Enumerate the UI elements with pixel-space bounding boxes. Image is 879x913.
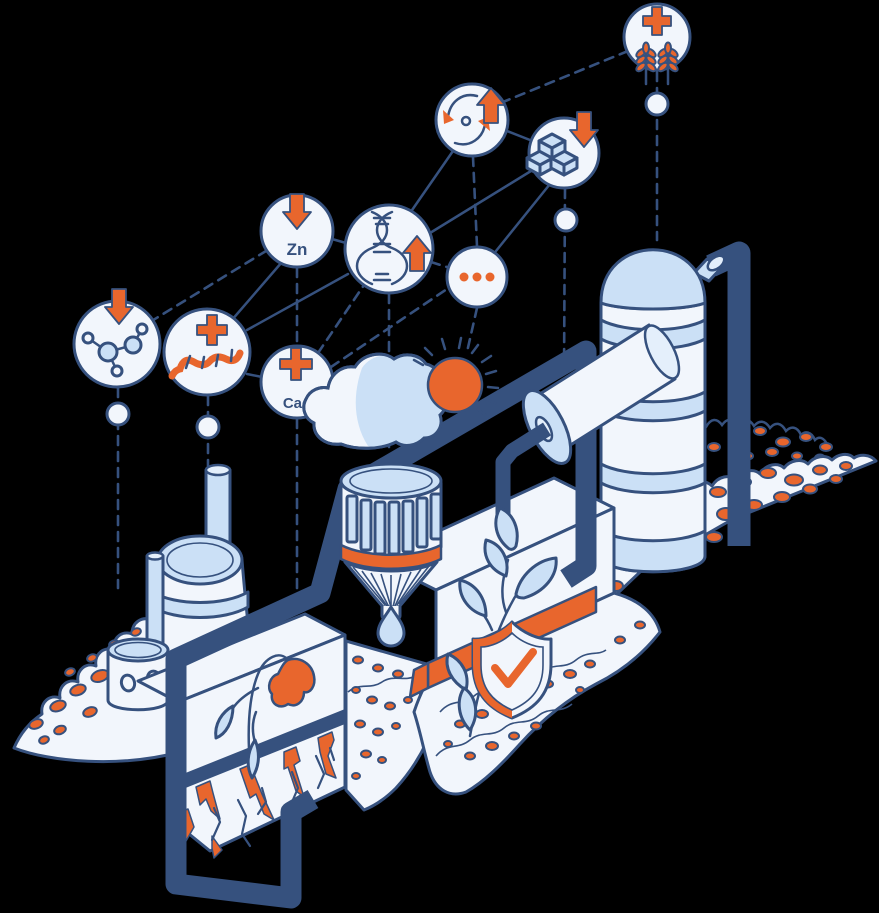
sun-icon bbox=[412, 336, 500, 418]
cycle-increase-icon bbox=[434, 82, 510, 158]
funnel-slats bbox=[345, 492, 443, 556]
funnel bbox=[339, 462, 443, 648]
floating-gravel-dots bbox=[707, 426, 833, 463]
gold-deposit-decrease-icon bbox=[525, 111, 601, 190]
worm-increase-icon bbox=[162, 307, 252, 397]
water-drop-icon bbox=[376, 605, 406, 648]
small-chimney bbox=[145, 551, 165, 654]
zinc-decrease-icon: Zn bbox=[259, 193, 335, 269]
main-pipe bbox=[165, 340, 597, 909]
network-node bbox=[195, 414, 221, 440]
funnel-ridges bbox=[352, 565, 430, 608]
network-node bbox=[105, 401, 131, 427]
shield-check-icon bbox=[471, 620, 553, 720]
tank-top-stub bbox=[692, 254, 726, 283]
wilted-plant bbox=[214, 654, 316, 780]
ellipsis-icon bbox=[445, 245, 509, 309]
molecule-decrease-icon bbox=[72, 288, 162, 389]
svg-text:Zn: Zn bbox=[287, 240, 308, 259]
cloud-icon bbox=[302, 352, 448, 450]
icon-badges: Zn bbox=[72, 2, 692, 440]
pump-cylinder bbox=[495, 323, 681, 524]
wheat-increase-icon bbox=[622, 2, 692, 86]
orange-cracks bbox=[179, 731, 337, 859]
network-node bbox=[644, 91, 670, 117]
dna-increase-icon bbox=[343, 203, 435, 295]
network-node bbox=[553, 207, 579, 233]
soil-divider-band bbox=[178, 709, 345, 791]
soil-cracks bbox=[210, 746, 336, 848]
scene bbox=[12, 241, 878, 909]
healthy-plant bbox=[445, 506, 558, 738]
